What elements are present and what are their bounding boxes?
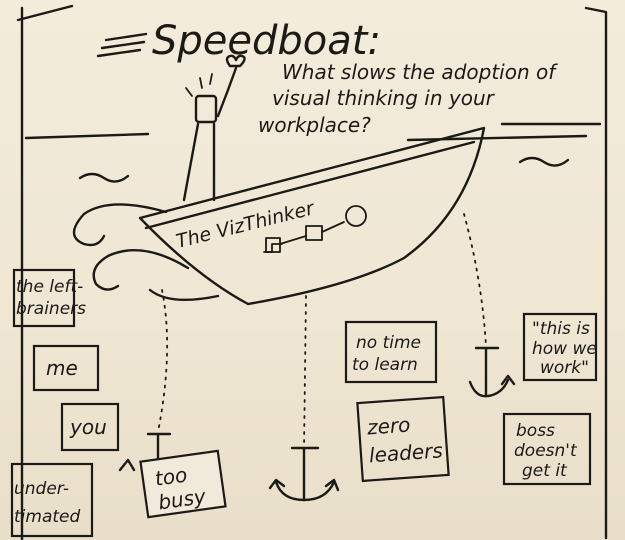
anchor-3-label-line-1: "this is (532, 319, 590, 339)
anchor-too-busy: too busy (118, 432, 227, 519)
boat-logo-square-1 (265, 237, 281, 253)
label-left-brainers: the left- brainers (12, 268, 86, 328)
me-text: me (46, 356, 78, 380)
anchor-2-label-line-1: zero (365, 412, 411, 439)
anchor-2-label-box (356, 395, 450, 483)
wave-left (78, 172, 130, 183)
horizon-line-left (24, 132, 150, 140)
anchor-1-fluke (118, 458, 136, 472)
heart-icon (225, 54, 246, 68)
label-boss: boss doesn't get it (502, 412, 592, 486)
question-group: What slows the adoption of visual thinki… (258, 60, 602, 137)
no-time-line-2: to learn (352, 355, 418, 375)
excitement-marks (185, 73, 213, 97)
you-text: you (69, 415, 107, 439)
no-time-box (344, 320, 438, 384)
left-brainers-line-2: brainers (16, 299, 86, 319)
label-no-time: no time to learn (344, 320, 438, 384)
figure-body (182, 66, 238, 202)
boat-name: The VizThinker (174, 197, 317, 253)
anchor-3-fluke (500, 374, 516, 386)
label-underestimated: under- timated (10, 462, 94, 538)
anchor-3-arms (468, 378, 510, 398)
question-line-2: visual thinking in your (272, 86, 496, 110)
horizon-line-right (406, 134, 588, 142)
boat-logo-square-2 (305, 225, 323, 241)
question-line-3: workplace? (258, 113, 371, 137)
anchor-3-shank (474, 346, 500, 398)
boss-line-3: get it (522, 461, 568, 481)
anchor-how-we-work: "this is how we work" (468, 312, 598, 398)
underestimated-box (10, 462, 94, 538)
boat-hull (138, 126, 486, 306)
chain-3 (463, 213, 487, 347)
label-me: me (32, 344, 100, 392)
me-box (32, 344, 100, 392)
boat-deck-line (144, 140, 476, 230)
anchor-2-label-line-2: leaders (368, 438, 443, 467)
anchor-zero-leaders: zero leaders (268, 395, 450, 502)
anchor-3-label-line-2: how we (532, 339, 597, 359)
title-group: Speedboat: (96, 18, 381, 64)
anchor-1-label-box (139, 449, 227, 519)
boat-logo-circle (345, 205, 367, 227)
stick-figure (182, 54, 246, 202)
boat-logo-connectors (279, 221, 345, 245)
question-line-1: What slows the adoption of (282, 60, 558, 84)
wake-trail (148, 288, 220, 301)
wake-swirl-lower (92, 249, 190, 291)
underestimated-line-1: under- (14, 479, 69, 499)
left-brainers-box (12, 268, 76, 328)
anchor-1-label-line-1: too (153, 462, 188, 490)
anchor-3-label-line-3: work" (540, 358, 589, 378)
title-speed-lines (96, 32, 148, 58)
wake-swirl-upper (72, 203, 168, 247)
boss-line-2: doesn't (514, 441, 578, 461)
anchor-2-flukes (268, 478, 340, 492)
anchor-2-shank (290, 446, 320, 502)
chain-1 (157, 289, 169, 433)
chain-2 (303, 295, 307, 449)
left-brainers-line-1: the left- (16, 277, 83, 297)
label-you: you (60, 402, 120, 452)
boss-line-1: boss (516, 421, 555, 441)
boss-box (502, 412, 592, 486)
frame-corner-line (16, 4, 74, 22)
frame-right-line (584, 6, 608, 540)
wave-right (518, 156, 570, 167)
anchor-2-arms (274, 480, 336, 502)
figure-head (194, 94, 218, 124)
no-time-line-1: no time (356, 333, 421, 353)
underestimated-line-2: timated (14, 507, 80, 527)
page-title: Speedboat: (152, 18, 381, 64)
you-box (60, 402, 120, 452)
anchor-3-label-box (522, 312, 598, 382)
